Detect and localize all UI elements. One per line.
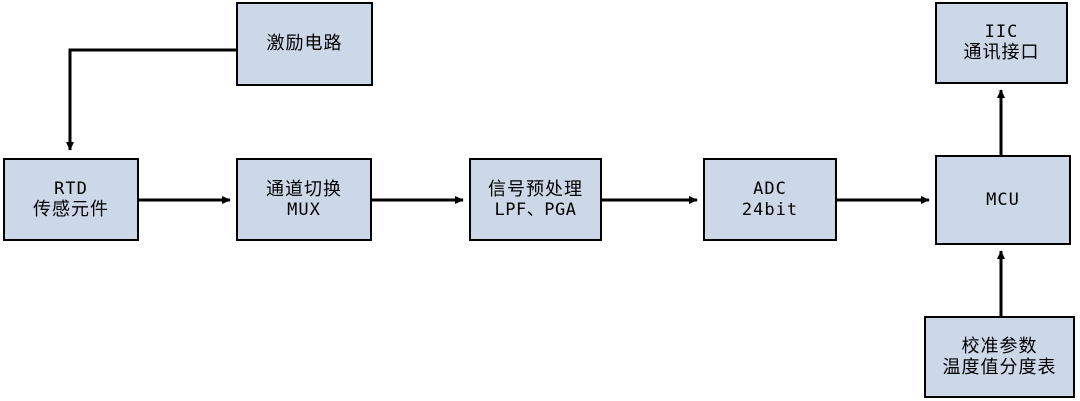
block-channel-mux-label-line2: MUX	[287, 200, 321, 221]
block-rtd-sensor[interactable]: RTD 传感元件	[3, 158, 139, 241]
block-excitation-circuit-label-line1: 激励电路	[266, 33, 343, 55]
block-signal-preprocessing[interactable]: 信号预处理 LPF、PGA	[469, 158, 602, 241]
block-adc-label-line2: 24bit	[741, 199, 799, 220]
block-rtd-sensor-label-line1: RTD	[54, 178, 88, 199]
block-iic-interface-label-line2: 通讯接口	[963, 42, 1040, 64]
block-rtd-sensor-label-line2: 传感元件	[33, 198, 109, 220]
block-excitation-circuit[interactable]: 激励电路	[236, 2, 373, 86]
block-channel-mux[interactable]: 通道切换 MUX	[236, 158, 372, 241]
block-signal-preprocessing-label-line2: LPF、PGA	[494, 200, 577, 221]
block-signal-preprocessing-label-line1: 信号预处理	[488, 178, 583, 200]
block-mcu-label-line1: MCU	[986, 189, 1020, 210]
block-adc-label-line1: ADC	[753, 179, 787, 200]
block-iic-interface-label-line1: IIC	[984, 22, 1019, 43]
block-calibration-parameters-label-line2: 温度值分度表	[942, 357, 1057, 378]
block-mcu[interactable]: MCU	[935, 155, 1071, 245]
block-calibration-parameters[interactable]: 校准参数 温度值分度表	[924, 316, 1075, 398]
block-iic-interface[interactable]: IIC 通讯接口	[935, 2, 1068, 84]
block-calibration-parameters-label-line1: 校准参数	[961, 335, 1038, 357]
block-channel-mux-label-line1: 通道切换	[266, 178, 342, 200]
block-adc[interactable]: ADC 24bit	[703, 158, 837, 241]
connector-excitation-to-rtd	[65, 48, 236, 151]
